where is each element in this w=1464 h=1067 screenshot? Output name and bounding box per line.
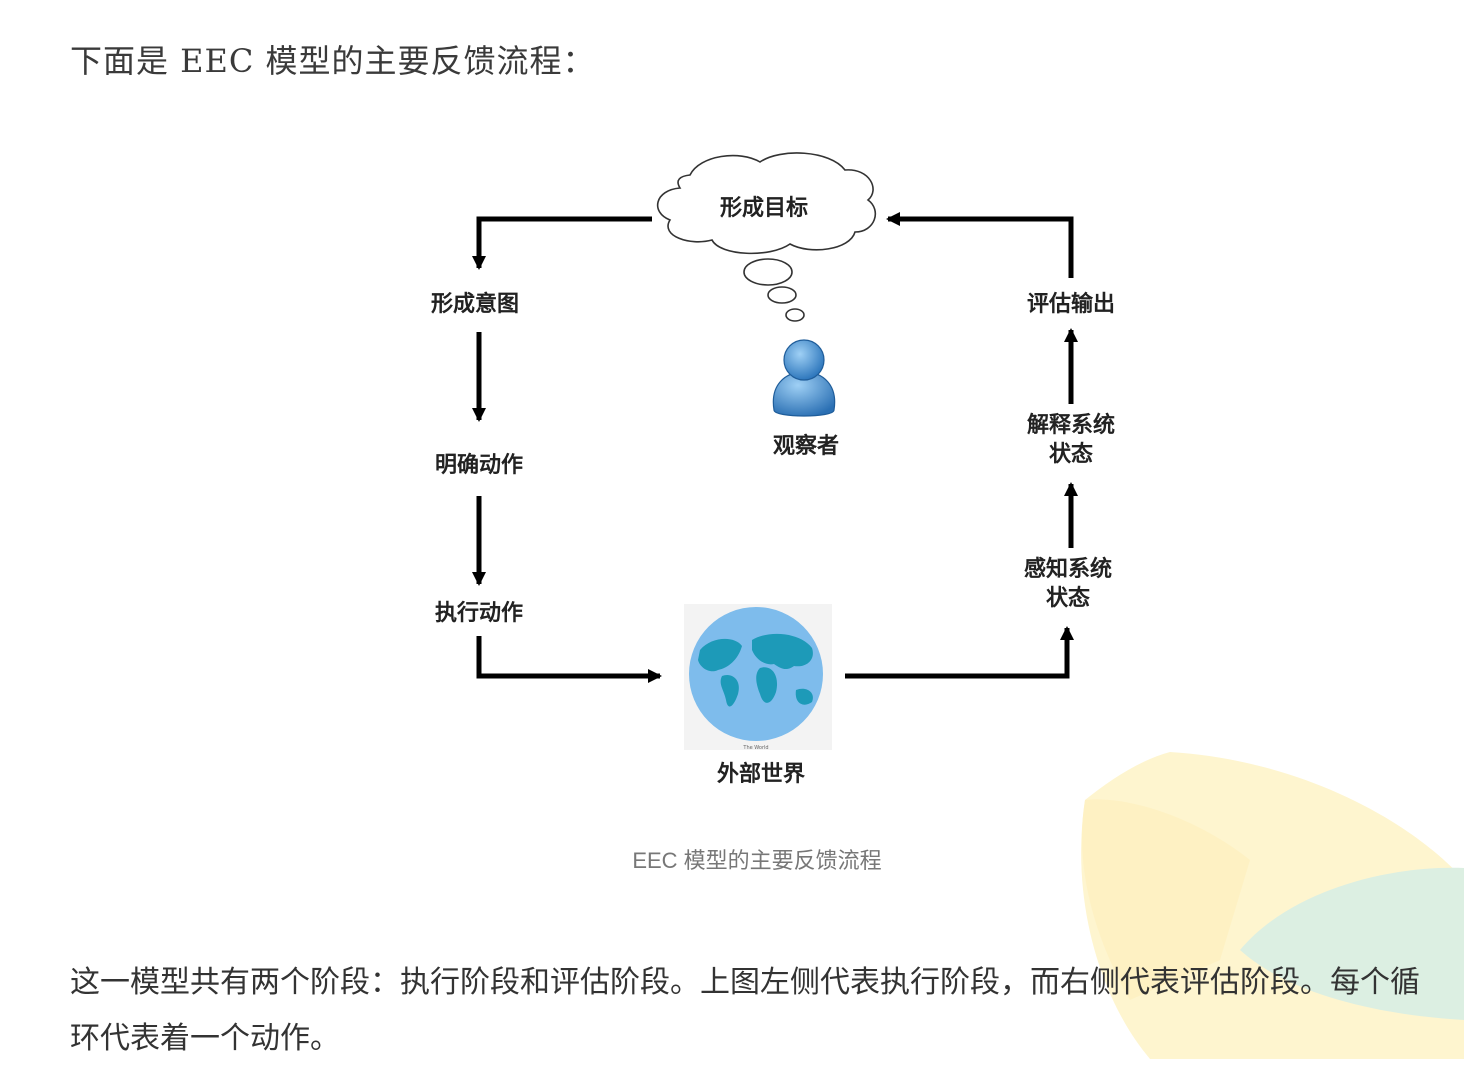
left-step-specify-action: 明确动作	[434, 452, 523, 478]
observer-icon	[772, 339, 836, 417]
left-step-execute-action: 执行动作	[434, 600, 523, 626]
body-paragraph: 这一模型共有两个阶段：执行阶段和评估阶段。上图左侧代表执行阶段，而右侧代表评估阶…	[70, 965, 1420, 1056]
observer-label: 观察者	[772, 433, 839, 459]
right-step-evaluate-output: 评估输出	[1026, 291, 1115, 317]
goal-label: 形成目标	[719, 195, 808, 221]
left-step-form-intention: 形成意图	[430, 291, 519, 317]
world-label: 外部世界	[716, 761, 805, 787]
world-image-caption: The World	[742, 745, 768, 751]
flow-arrows	[472, 212, 1078, 683]
figure-caption: EEC 模型的主要反馈流程	[632, 848, 882, 873]
intro-text: 下面是 EEC 模型的主要反馈流程：	[70, 42, 596, 80]
world-globe-icon: The World	[684, 604, 832, 751]
right-step-perceive-state: 感知系统 状态	[1023, 556, 1112, 611]
goal-cloud	[656, 152, 877, 322]
right-step-interpret-state: 解释系统 状态	[1026, 412, 1115, 467]
